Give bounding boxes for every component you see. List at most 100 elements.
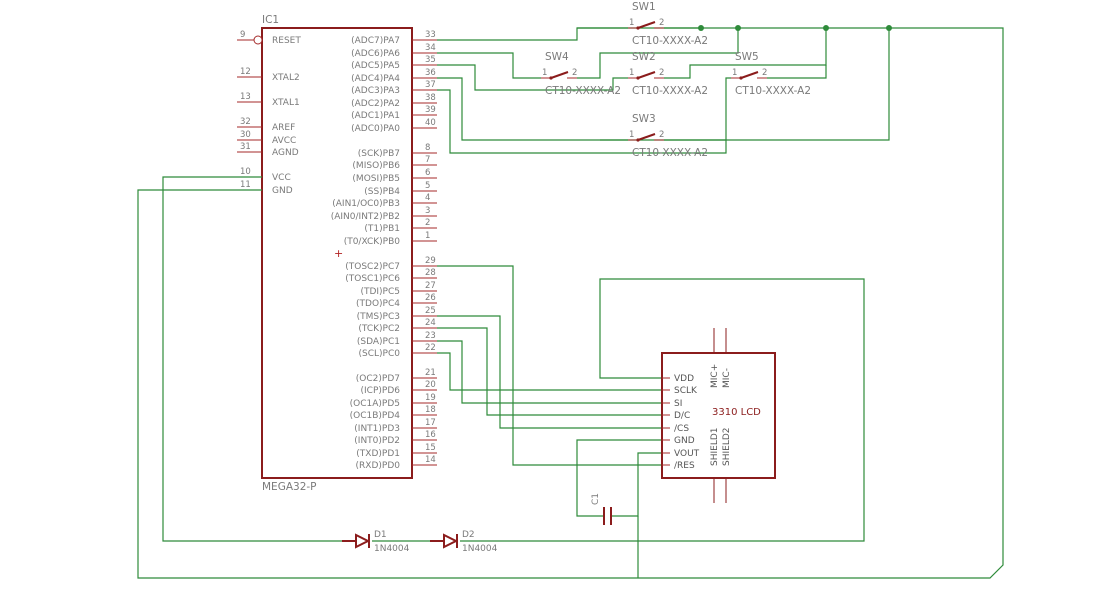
wire-pa6-sw4 (437, 52, 541, 79)
mcu-right-pin-number: 37 (425, 80, 436, 90)
wire-pc2-dc (437, 327, 662, 416)
diode-d1-triangle (355, 533, 371, 549)
lcd-pin-label: VOUT (674, 449, 700, 459)
switch-pin-2: 2 (572, 68, 577, 78)
mcu-left-pin-name: XTAL2 (272, 73, 300, 83)
switch-value: CT10-XXXX-A2 (735, 85, 811, 97)
mcu-right-pin-name: (TDI)PC5 (360, 287, 400, 297)
mcu-right-pin-number: 29 (425, 256, 436, 266)
mcu-right-pin-name: (TCK)PC2 (358, 324, 400, 334)
mcu-right-pin-number: 2 (425, 218, 430, 228)
mcu-right-pin-name: (SCL)PC0 (359, 349, 401, 359)
wire-pa4-sw5 (437, 77, 731, 141)
switch-value: CT10-XXXX-A2 (545, 85, 621, 97)
switch-lever (740, 71, 759, 79)
diode-d2-value: 1N4004 (462, 544, 498, 554)
switch-value: CT10-XXXX-A2 (632, 147, 708, 159)
switch-name: SW2 (632, 51, 656, 63)
mcu-left-pin-name: RESET (272, 36, 301, 46)
wire-sw5-bus (767, 65, 827, 79)
switch-name: SW5 (735, 51, 759, 63)
mcu-left-pin-number: 9 (240, 30, 245, 40)
mcu-right-pin-number: 4 (425, 193, 430, 203)
wire-pc0-sclk (437, 352, 662, 391)
switch-pin-2: 2 (659, 130, 664, 140)
lcd-pin-label: SCLK (674, 386, 698, 396)
mcu-right-pin-name: (ADC3)PA3 (351, 86, 400, 96)
mcu-right-pin-name: (MOSI)PB5 (352, 174, 400, 184)
lcd-pin-label: VDD (674, 374, 694, 384)
mcu-right-pin-name: (ADC6)PA6 (351, 49, 400, 59)
mcu-right-pin-number: 34 (425, 43, 436, 53)
mcu-right-pin-name: (TDO)PC4 (356, 299, 400, 309)
wire-sw4-bus (577, 28, 739, 79)
mcu-right-pin-number: 21 (425, 368, 436, 378)
mcu-left-pins: 9RESET12XTAL213XTAL132AREF30AVCC31AGND10… (237, 30, 301, 196)
switch-value: CT10-XXXX-A2 (632, 35, 708, 47)
diode-d2-triangle (443, 533, 459, 549)
wire-pc1-si (437, 340, 662, 404)
junction-dot (886, 25, 892, 31)
mcu-right-pin-name: (TMS)PC3 (357, 312, 400, 322)
lcd-pin-mic-plus: MIC+ (710, 364, 720, 388)
switch-name: SW1 (632, 1, 656, 13)
mcu-right-pin-name: (TOSC1)PC6 (345, 274, 400, 284)
lcd-title: 3310 LCD (712, 407, 761, 418)
wire-sw3-bus (664, 28, 890, 141)
switch-pin-1: 1 (629, 130, 634, 140)
mcu-ic1[interactable]: IC1 MEGA32-P 9RESET12XTAL213XTAL132AREF3… (237, 14, 437, 493)
mcu-right-pin-name: (MISO)PB6 (352, 161, 400, 171)
switch-pin-1: 1 (629, 18, 634, 28)
mcu-right-pin-number: 36 (425, 68, 436, 78)
switch-contact (636, 76, 640, 80)
mcu-right-pin-number: 23 (425, 331, 436, 341)
lcd-pin-label: /CS (674, 424, 689, 434)
mcu-right-pin-name: (RXD)PD0 (356, 461, 401, 471)
lcd-pin-label: D/C (674, 411, 690, 421)
mcu-right-pin-number: 35 (425, 55, 436, 65)
diode-d1-name: D1 (374, 530, 387, 540)
mcu-value: MEGA32-P (262, 481, 317, 493)
mcu-body (261, 27, 413, 479)
mcu-left-pin-number: 30 (240, 130, 251, 140)
diode-d1[interactable]: D1 1N4004 (342, 530, 410, 554)
diode-d2[interactable]: D2 1N4004 (430, 530, 498, 554)
mcu-left-pin-name: AREF (272, 123, 295, 133)
reset-inversion-bubble (253, 35, 263, 45)
junction-dot (735, 25, 741, 31)
mcu-right-pin-number: 27 (425, 281, 436, 291)
mcu-right-pin-name: (ADC1)PA1 (351, 111, 400, 121)
mcu-right-pin-number: 25 (425, 306, 436, 316)
diode-d1-value: 1N4004 (374, 544, 410, 554)
wires (137, 25, 1004, 579)
switch-contact (636, 26, 640, 30)
switch-pin-2: 2 (659, 68, 664, 78)
mcu-left-pin-name: AGND (272, 148, 299, 158)
switch-name: SW3 (632, 113, 656, 125)
mcu-right-pin-name: (ADC5)PA5 (351, 61, 400, 71)
mcu-left-pin-number: 13 (240, 92, 251, 102)
mcu-right-pin-number: 22 (425, 343, 436, 353)
mcu-left-pin-number: 10 (240, 167, 251, 177)
mcu-right-pin-number: 5 (425, 181, 430, 191)
capacitor-c1[interactable]: C1 (591, 493, 612, 525)
mcu-left-pin-number: 32 (240, 117, 251, 127)
mcu-right-pin-number: 26 (425, 293, 436, 303)
mcu-right-pin-name: (OC1A)PD5 (350, 399, 400, 409)
switch-pin-1: 1 (629, 68, 634, 78)
switch-name: SW4 (545, 51, 569, 63)
junction-dot (823, 25, 829, 31)
mcu-right-pin-number: 17 (425, 418, 436, 428)
switch-lever (550, 71, 569, 79)
mcu-right-pin-name: (INT0)PD2 (354, 436, 400, 446)
junction-dot (698, 25, 704, 31)
wire-sw2-bus (664, 28, 827, 79)
mcu-right-pin-name: (ADC7)PA7 (351, 36, 400, 46)
switch-pin-1: 1 (542, 68, 547, 78)
